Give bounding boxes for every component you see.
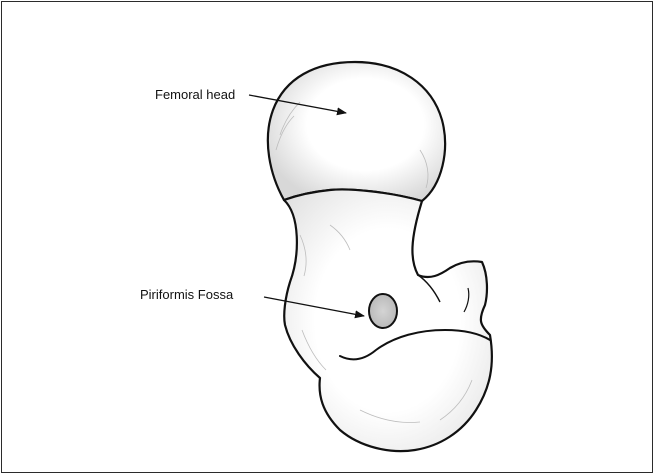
piriformis-fossa-label: Piriformis Fossa <box>140 287 233 303</box>
femoral-head-label: Femoral head <box>155 87 235 103</box>
piriformis-fossa <box>369 294 397 328</box>
femoral-head-outline <box>268 62 445 201</box>
